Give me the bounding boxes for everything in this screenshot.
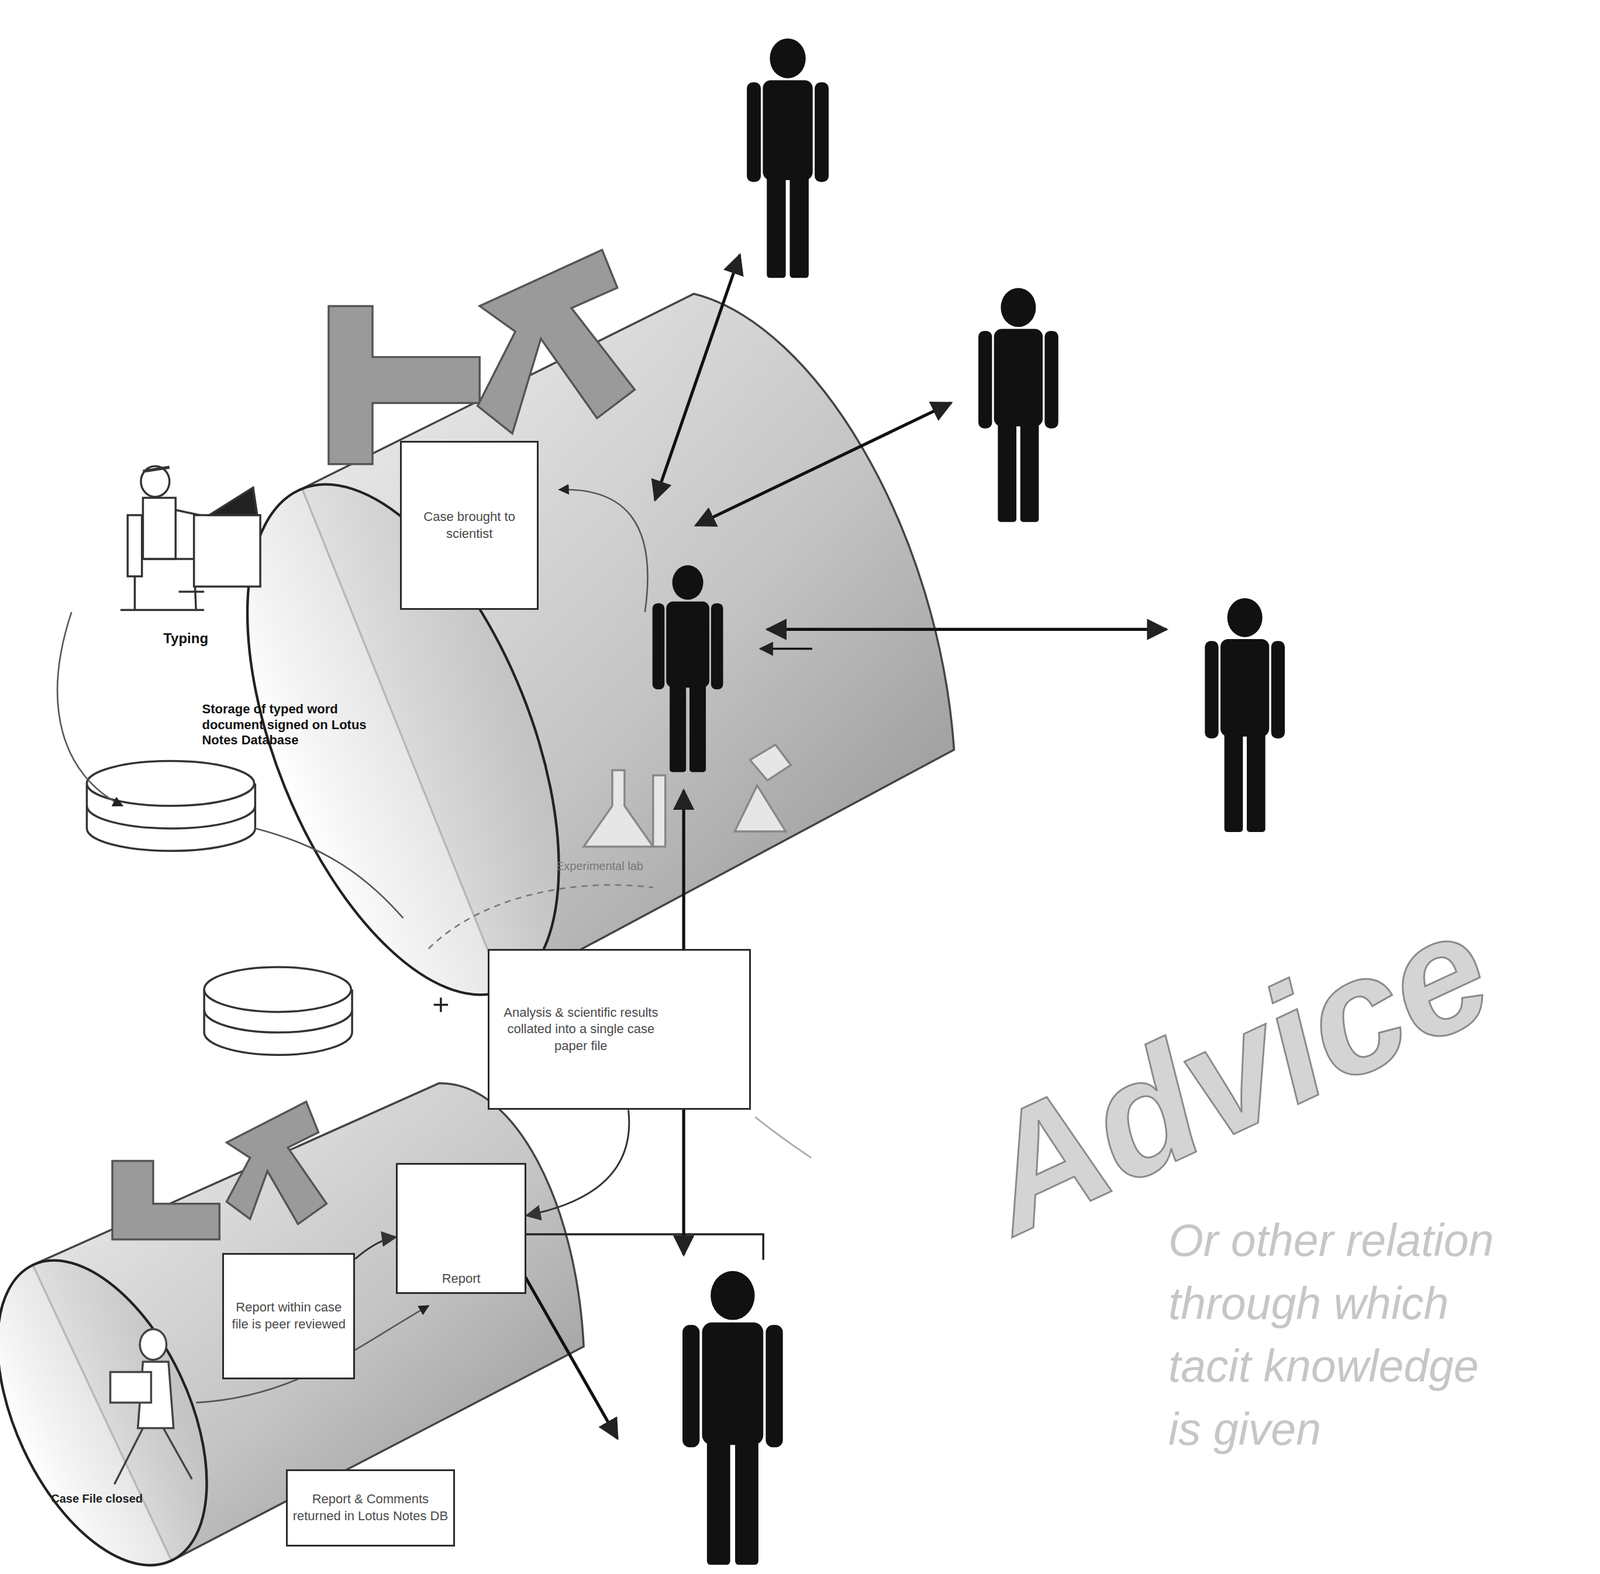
process-box: Case brought to scientist: [400, 440, 539, 611]
bracket-line: [525, 1234, 764, 1261]
person-figure: [682, 1271, 784, 1565]
advice-arrow: [767, 628, 1167, 631]
process-box: Report within case file is peer reviewed: [222, 1253, 355, 1380]
person-figure: [1204, 598, 1285, 833]
person-figure: [652, 565, 724, 773]
flow-connector: [354, 1237, 396, 1260]
typist-figure: [120, 466, 261, 610]
flow-curve: [57, 612, 123, 806]
advice-arrow: [654, 254, 740, 500]
place-label: Experimental lab: [556, 859, 730, 874]
advice-arrow: [695, 402, 951, 526]
walking-figure: [110, 1329, 193, 1485]
node-text: Report & Comments returned in Lotus Note…: [291, 1491, 450, 1525]
node-text: Report within case file is peer reviewed: [228, 1299, 350, 1333]
tacit-symbol: [477, 249, 636, 434]
lab-flasks: [583, 745, 791, 847]
note-label: Or other relation through which tacit kn…: [1168, 1209, 1520, 1462]
tacit-symbol: [112, 1160, 220, 1240]
note-label: Storage of typed word document signed on…: [201, 701, 386, 748]
plus-sign: [433, 997, 448, 1012]
database-symbol: [204, 967, 353, 1055]
flow-curve: [254, 828, 403, 919]
flow-connector: [526, 1109, 629, 1216]
database-symbol: [86, 761, 255, 852]
advice-arrows: [502, 254, 1167, 1439]
node-text: Analysis & scientific results collated i…: [494, 1004, 668, 1055]
process-box: Report & Comments returned in Lotus Note…: [285, 1469, 456, 1548]
person-figure: [746, 38, 829, 278]
advice-title: Advice: [949, 869, 1520, 1275]
tacit-symbol: [226, 1101, 327, 1224]
report-box: Report: [395, 1163, 527, 1294]
flow-curve: [559, 489, 648, 613]
process-box: Analysis & scientific results collated i…: [487, 949, 751, 1111]
step-label: Typing: [163, 630, 255, 648]
step-label: Case File closed: [50, 1491, 225, 1506]
person-figure: [978, 288, 1059, 523]
node-text: Report: [400, 1270, 523, 1288]
advice-arrow: [760, 647, 813, 650]
flow-curve: [754, 1116, 812, 1158]
node-text: Case brought to scientist: [408, 508, 531, 543]
inner-curve: [428, 884, 654, 949]
